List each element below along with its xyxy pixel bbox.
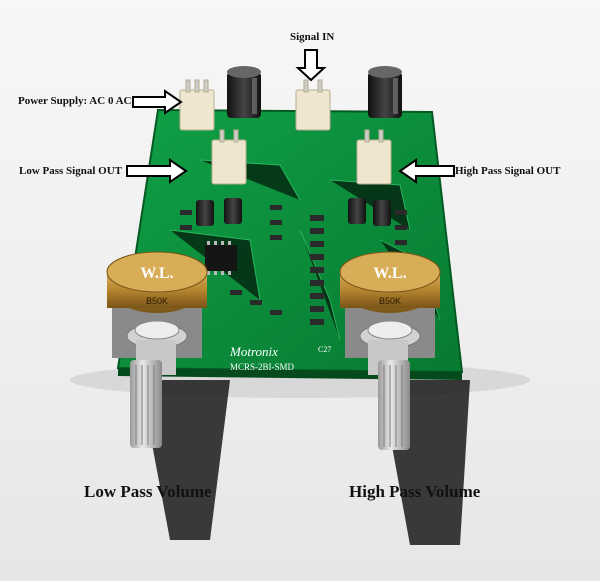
label-low-pass-out: Low Pass Signal OUT <box>19 165 122 177</box>
large-capacitor-right <box>368 66 402 118</box>
right-knob-grooves <box>383 365 403 447</box>
arrow-power-supply-icon <box>132 89 183 115</box>
label-high-pass-out: High Pass Signal OUT <box>455 165 561 177</box>
connector-power <box>179 79 215 131</box>
arrow-high-pass-out-icon <box>398 158 455 184</box>
board-cap-label: C27 <box>318 345 331 354</box>
right-pot-value: B50K <box>379 296 401 306</box>
label-high-pass-volume: High Pass Volume <box>349 482 481 501</box>
arrow-low-pass-out-icon <box>126 158 188 184</box>
left-potentiometer: W.L. B50K <box>106 251 208 448</box>
connector-low-pass-out <box>211 129 247 185</box>
left-shaft-shadow <box>140 380 230 540</box>
right-pot-marking: W.L. <box>373 265 406 282</box>
right-potentiometer: W.L. B50K <box>339 251 441 450</box>
connector-signal-in <box>295 79 331 131</box>
left-pot-marking: W.L. <box>140 265 173 282</box>
small-capacitors <box>196 198 391 226</box>
board-brand: Motronix <box>229 344 278 359</box>
smd-components <box>180 205 407 325</box>
label-low-pass-volume: Low Pass Volume <box>84 482 212 501</box>
left-knob-shaft <box>130 360 162 448</box>
left-knob-grooves <box>135 365 155 445</box>
connector-high-pass-out <box>356 129 392 185</box>
board-model: MCRS-2BI-SMD <box>230 362 295 372</box>
label-power-supply: Power Supply: AC 0 AC <box>18 95 132 107</box>
ic-chip <box>205 245 237 271</box>
right-knob-shaft <box>378 360 410 450</box>
left-pot-value: B50K <box>146 296 168 306</box>
ic-pins <box>207 241 231 275</box>
label-signal-in: Signal IN <box>290 31 335 43</box>
arrow-signal-in-icon <box>295 49 327 82</box>
large-capacitor-left <box>227 66 261 118</box>
